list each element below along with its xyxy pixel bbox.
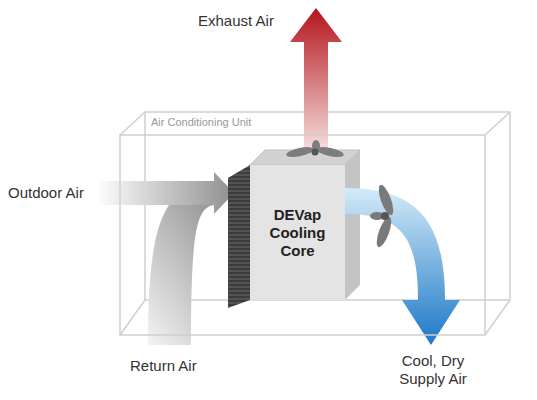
supply-air-arrow [345,188,460,345]
exhaust-fan [285,140,344,159]
unit-housing: Air Conditioning UnitDEVap Cooling Core [145,112,510,300]
supply-label: Cool, Dry Supply Air [378,352,488,388]
exhaust-air-arrow [290,8,342,150]
supply-fan [370,183,396,248]
unit-title: Air Conditioning Unit [151,116,504,129]
outdoor-air-arrow [96,172,234,214]
core-side-face [228,165,250,308]
core-right-face [345,150,360,300]
core-label: DEVap Cooling Core [254,206,341,260]
exhaust-label: Exhaust Air [198,12,274,30]
cooling-core: DEVap Cooling Core [250,165,345,300]
outdoor-label: Outdoor Air [8,184,84,202]
unit-outline-front [120,135,485,335]
return-air-arrow [148,182,216,345]
return-label: Return Air [130,357,197,375]
